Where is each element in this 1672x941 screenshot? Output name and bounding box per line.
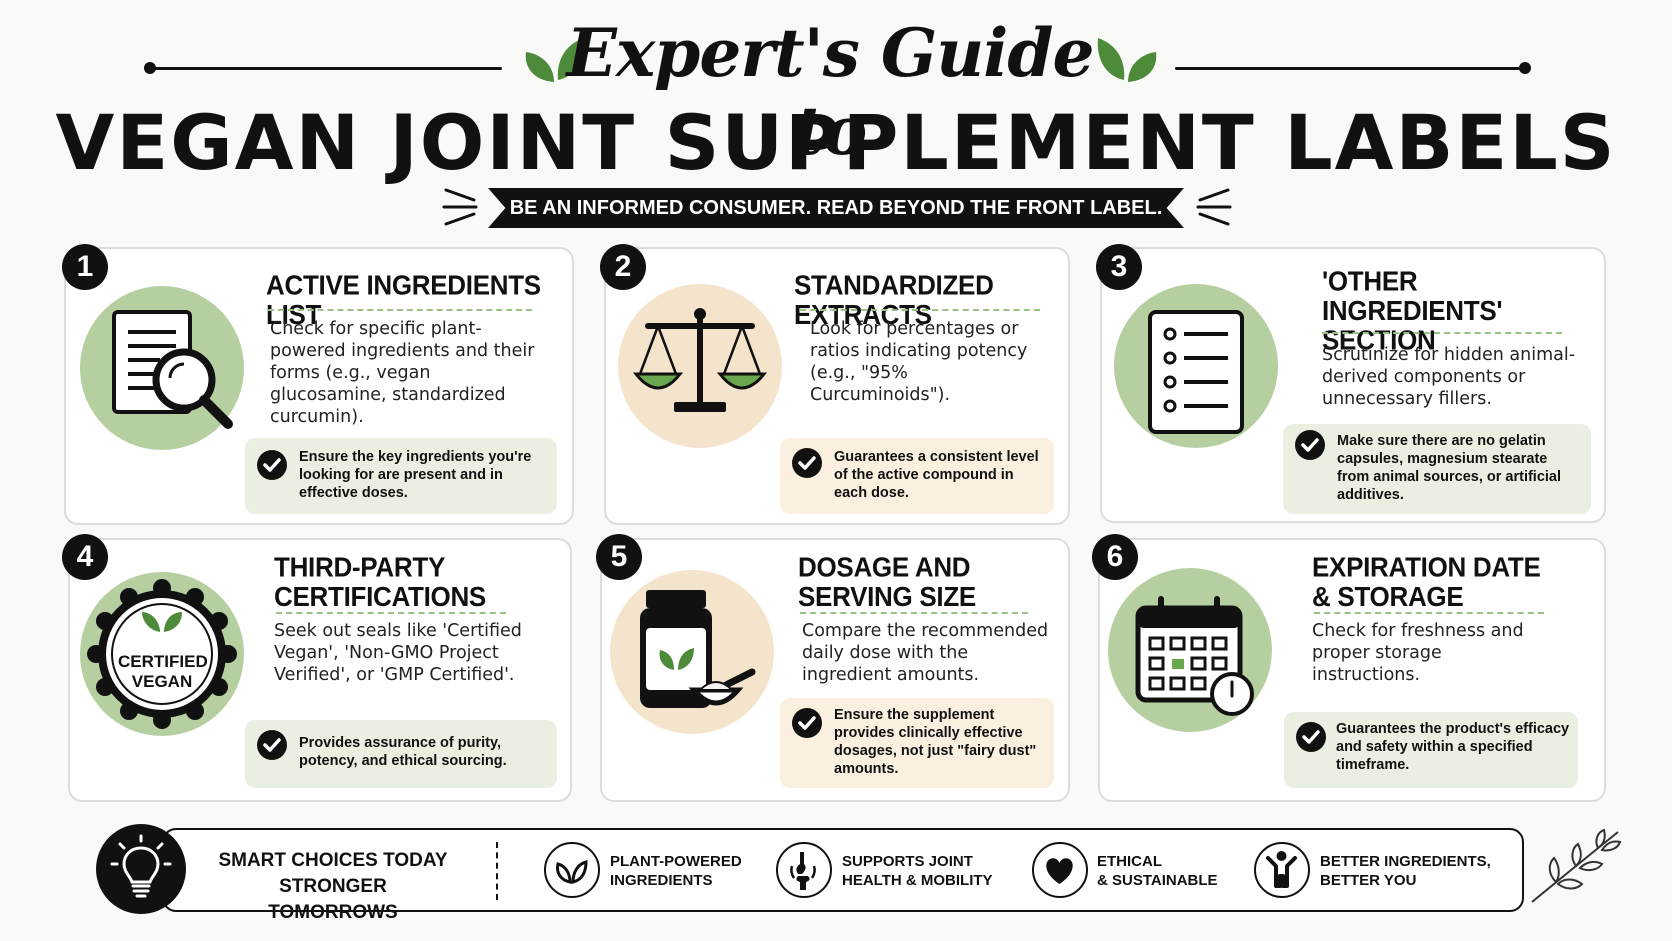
card-title: ACTIVE INGREDIENTS LIST bbox=[266, 268, 541, 331]
footer-slogan: SMART CHOICES TODAY STRONGER TOMORROWS bbox=[218, 848, 448, 926]
leaf-sprig-icon bbox=[1531, 828, 1622, 903]
subtitle-banner: BE AN INFORMED CONSUMER. READ BEYOND THE… bbox=[488, 188, 1184, 228]
card-title: EXPIRATION DATE & STORAGE bbox=[1312, 550, 1541, 613]
card-body: Look for percentages or ratios indicatin… bbox=[810, 319, 1028, 405]
burst-left-icon bbox=[442, 188, 478, 226]
check-icon bbox=[257, 450, 287, 480]
tip-text: Provides assurance of purity, potency, a… bbox=[299, 735, 507, 769]
balance-scale-icon bbox=[618, 284, 782, 448]
footer-divider bbox=[496, 842, 498, 900]
card-number: 3 bbox=[1096, 244, 1142, 290]
footer-item-line: HEALTH & MOBILITY bbox=[842, 872, 993, 889]
card-body: Check for specific plant-powered ingredi… bbox=[270, 319, 535, 427]
script-title: Expert's Guide to bbox=[566, 14, 1095, 170]
tip-box: Guarantees the product's efficacy and sa… bbox=[1284, 712, 1578, 788]
check-icon bbox=[1295, 430, 1325, 460]
checklist-icon bbox=[1114, 284, 1278, 448]
footer-item-better-you: BETTER INGREDIENTS, BETTER YOU bbox=[1320, 852, 1491, 890]
card-number: 4 bbox=[62, 534, 108, 580]
card-body: Compare the recommended daily dose with … bbox=[802, 621, 1049, 685]
tip-text: Guarantees the product's efficacy and sa… bbox=[1336, 721, 1570, 773]
joint-icon bbox=[776, 842, 832, 898]
document-magnifier-icon bbox=[80, 286, 244, 450]
title-divider bbox=[1322, 332, 1562, 334]
tip-box: Guarantees a consistent level of the act… bbox=[780, 438, 1054, 514]
lightbulb-icon bbox=[96, 824, 186, 914]
title-divider bbox=[268, 309, 532, 311]
footer-item-line: ETHICAL bbox=[1097, 853, 1162, 870]
check-icon bbox=[792, 448, 822, 478]
tip-box: Ensure the key ingredients you're lookin… bbox=[245, 438, 557, 514]
rule-dot-right bbox=[1519, 62, 1531, 74]
certified-seal-icon: CERTIFIED VEGAN bbox=[80, 572, 244, 736]
slogan-line-2: STRONGER TOMORROWS bbox=[268, 876, 398, 923]
footer-item-joint-health: SUPPORTS JOINT HEALTH & MOBILITY bbox=[842, 852, 993, 890]
card-title: 'OTHER INGREDIENTS' SECTION bbox=[1322, 264, 1503, 357]
tip-box: Make sure there are no gelatin capsules,… bbox=[1283, 424, 1591, 514]
supplement-jar-icon bbox=[610, 570, 774, 734]
footer-item-line: SUPPORTS JOINT bbox=[842, 853, 973, 870]
card-number: 2 bbox=[600, 244, 646, 290]
check-icon bbox=[1296, 722, 1326, 752]
card-body: Check for freshness and proper storage i… bbox=[1312, 621, 1524, 685]
header-rule-right bbox=[1175, 67, 1525, 70]
burst-right-icon bbox=[1196, 188, 1232, 226]
tip-text: Guarantees a consistent level of the act… bbox=[834, 449, 1039, 501]
title-divider bbox=[800, 309, 1040, 311]
tip-text: Ensure the key ingredients you're lookin… bbox=[299, 449, 532, 501]
leaf-pair-right-icon bbox=[1097, 38, 1157, 82]
check-icon bbox=[257, 730, 287, 760]
footer-item-line: INGREDIENTS bbox=[610, 872, 713, 889]
slogan-line-1: SMART CHOICES TODAY bbox=[218, 850, 448, 871]
footer-item-line: BETTER INGREDIENTS, bbox=[1320, 853, 1491, 870]
card-title: STANDARDIZED EXTRACTS bbox=[794, 268, 994, 331]
leaf-pair-left-icon bbox=[525, 38, 585, 82]
tip-text: Ensure the supplement provides clinicall… bbox=[834, 707, 1037, 777]
card-body: Seek out seals like 'Certified Vegan', '… bbox=[274, 621, 522, 685]
tip-text: Make sure there are no gelatin capsules,… bbox=[1337, 433, 1562, 503]
card-body: Scrutinize for hidden animal-derived com… bbox=[1322, 345, 1576, 409]
footer-item-plant-powered: PLANT-POWERED INGREDIENTS bbox=[610, 852, 742, 890]
title-divider bbox=[1314, 612, 1544, 614]
calendar-clock-icon bbox=[1108, 568, 1272, 732]
header-rule-left bbox=[148, 67, 502, 70]
card-number: 5 bbox=[596, 534, 642, 580]
person-icon bbox=[1254, 842, 1310, 898]
title-divider bbox=[276, 612, 506, 614]
footer-item-ethical: ETHICAL & SUSTAINABLE bbox=[1097, 852, 1218, 890]
title-divider bbox=[800, 612, 1028, 614]
heart-icon bbox=[1032, 842, 1088, 898]
seal-label: CERTIFIED VEGAN bbox=[118, 652, 208, 691]
tip-box: Ensure the supplement provides clinicall… bbox=[780, 698, 1054, 788]
footer-item-line: PLANT-POWERED bbox=[610, 853, 742, 870]
rule-dot-left bbox=[144, 62, 156, 74]
card-title: DOSAGE AND SERVING SIZE bbox=[798, 550, 976, 613]
footer-item-line: BETTER YOU bbox=[1320, 872, 1417, 889]
check-icon bbox=[792, 708, 822, 738]
card-title: THIRD-PARTY CERTIFICATIONS bbox=[274, 550, 486, 613]
tip-box: Provides assurance of purity, potency, a… bbox=[245, 720, 557, 788]
leaf-icon bbox=[544, 842, 600, 898]
card-number: 1 bbox=[62, 244, 108, 290]
card-number: 6 bbox=[1092, 534, 1138, 580]
page-title: VEGAN JOINT SUPPLEMENT LABELS bbox=[55, 98, 1617, 187]
footer-item-line: & SUSTAINABLE bbox=[1097, 872, 1218, 889]
